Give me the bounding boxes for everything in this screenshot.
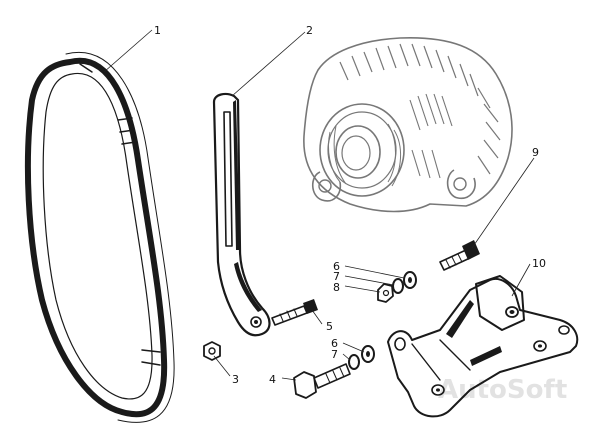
lower-fasteners bbox=[348, 345, 375, 370]
callouts: 1 2 3 4 5 6 7 8 6 7 9 10 bbox=[154, 24, 546, 386]
callout-7-lower: 7 bbox=[331, 348, 338, 361]
callout-6-upper: 6 bbox=[333, 260, 340, 273]
nut bbox=[203, 341, 221, 361]
callout-6-lower: 6 bbox=[331, 337, 338, 350]
callout-1: 1 bbox=[154, 24, 161, 37]
stud-bolt bbox=[439, 240, 480, 271]
callout-7-upper: 7 bbox=[333, 270, 340, 283]
mounting-bolt bbox=[293, 363, 351, 399]
callout-10: 10 bbox=[532, 257, 546, 270]
callout-5: 5 bbox=[326, 320, 333, 333]
watermark: AutoSoft bbox=[438, 375, 567, 405]
bar-bolt bbox=[271, 299, 318, 326]
callout-9: 9 bbox=[532, 146, 539, 159]
callout-3: 3 bbox=[232, 373, 239, 386]
drive-belt bbox=[24, 51, 175, 423]
callout-4: 4 bbox=[269, 373, 276, 386]
adjusting-bar bbox=[212, 92, 271, 337]
callout-8: 8 bbox=[333, 281, 340, 294]
upper-fasteners bbox=[377, 271, 417, 303]
bracket bbox=[387, 275, 579, 418]
alternator bbox=[303, 37, 513, 213]
leader-lines bbox=[103, 29, 535, 381]
callout-2: 2 bbox=[306, 24, 313, 37]
